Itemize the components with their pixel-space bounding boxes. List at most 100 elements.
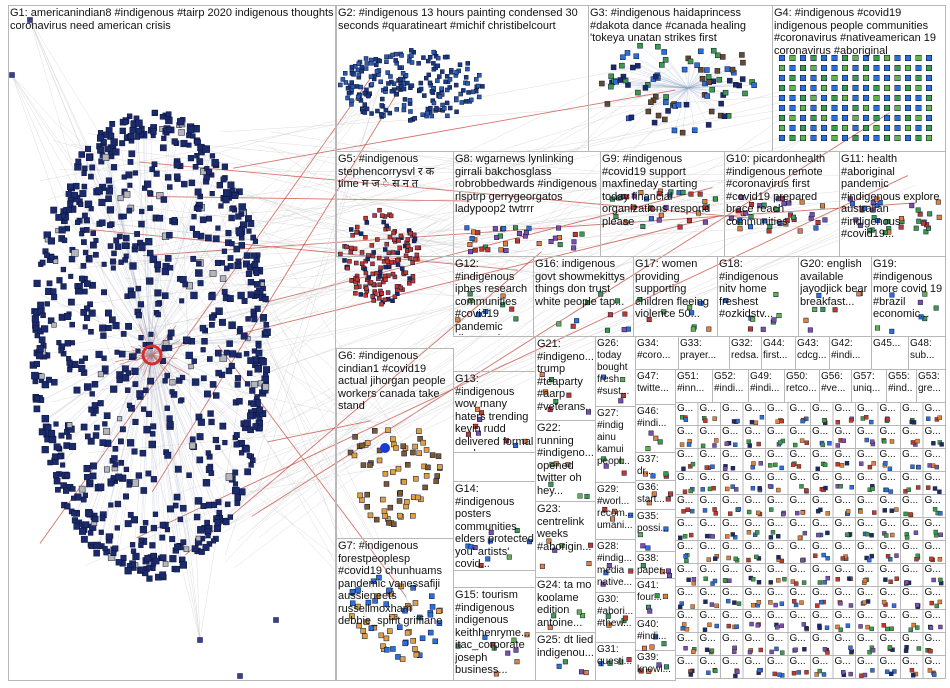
node — [871, 648, 875, 652]
node — [492, 646, 497, 651]
node — [703, 205, 708, 210]
node — [219, 204, 224, 209]
group-box-small — [811, 656, 834, 679]
node — [685, 627, 689, 631]
node — [914, 531, 918, 535]
group-box-small — [766, 449, 789, 472]
node — [515, 239, 520, 244]
node — [191, 292, 198, 299]
node — [119, 140, 124, 145]
node — [419, 81, 423, 85]
node — [776, 196, 781, 201]
node — [486, 557, 491, 562]
node — [67, 184, 73, 190]
node — [869, 420, 873, 424]
group-box-g50 — [785, 370, 820, 403]
node — [404, 254, 408, 258]
node — [51, 379, 57, 385]
node — [111, 251, 116, 256]
node — [79, 276, 84, 281]
node — [201, 347, 206, 352]
node — [383, 274, 387, 278]
node — [132, 354, 137, 359]
node — [790, 85, 796, 91]
node — [141, 407, 146, 412]
node — [916, 125, 922, 131]
node — [81, 309, 87, 315]
node — [411, 638, 416, 643]
node — [78, 202, 83, 207]
node — [863, 65, 869, 71]
node — [403, 97, 407, 101]
node — [374, 63, 378, 67]
node — [448, 85, 452, 89]
node — [849, 603, 853, 607]
node — [767, 229, 772, 234]
node — [865, 532, 869, 536]
node — [359, 292, 363, 296]
node — [127, 483, 132, 488]
node — [125, 388, 130, 393]
node — [810, 212, 815, 217]
node — [823, 218, 828, 223]
node — [140, 450, 146, 456]
node — [363, 235, 367, 239]
group-box-small — [676, 403, 699, 426]
node — [263, 296, 269, 302]
node — [929, 557, 933, 561]
node — [678, 605, 682, 609]
group-box-small — [743, 656, 766, 679]
node — [687, 305, 692, 310]
node — [853, 135, 859, 141]
node — [884, 75, 890, 81]
node — [560, 543, 565, 548]
node — [646, 109, 651, 114]
node — [773, 463, 777, 467]
node — [916, 115, 922, 121]
edge — [147, 196, 470, 201]
node — [882, 439, 886, 443]
node — [696, 211, 701, 216]
node — [818, 581, 822, 585]
node — [424, 473, 429, 478]
node — [118, 439, 123, 444]
node — [384, 636, 389, 641]
node — [842, 75, 848, 81]
group-box-small — [721, 587, 744, 610]
node — [776, 534, 780, 538]
node — [614, 214, 619, 219]
node — [48, 460, 53, 465]
node — [865, 438, 869, 442]
node — [132, 244, 137, 249]
node — [119, 260, 124, 265]
node — [728, 512, 732, 516]
node — [349, 102, 353, 106]
node — [138, 221, 144, 227]
node — [205, 235, 211, 241]
node — [354, 285, 358, 289]
node — [115, 244, 121, 250]
node — [850, 485, 854, 489]
node — [208, 411, 214, 417]
node — [355, 84, 359, 88]
node — [937, 215, 942, 220]
node — [84, 227, 89, 232]
node — [228, 255, 233, 260]
node — [396, 263, 400, 267]
node — [200, 325, 206, 331]
node — [717, 77, 722, 82]
node — [790, 75, 796, 81]
node — [703, 508, 707, 512]
edge — [139, 175, 670, 264]
node — [246, 316, 251, 321]
node — [161, 136, 166, 141]
node — [780, 651, 784, 655]
group-box-small — [833, 564, 856, 587]
group-box-g19 — [872, 257, 946, 337]
node — [430, 604, 435, 609]
node — [230, 241, 235, 246]
node — [455, 70, 459, 74]
node — [822, 418, 826, 422]
node — [494, 672, 499, 677]
node — [626, 327, 631, 332]
